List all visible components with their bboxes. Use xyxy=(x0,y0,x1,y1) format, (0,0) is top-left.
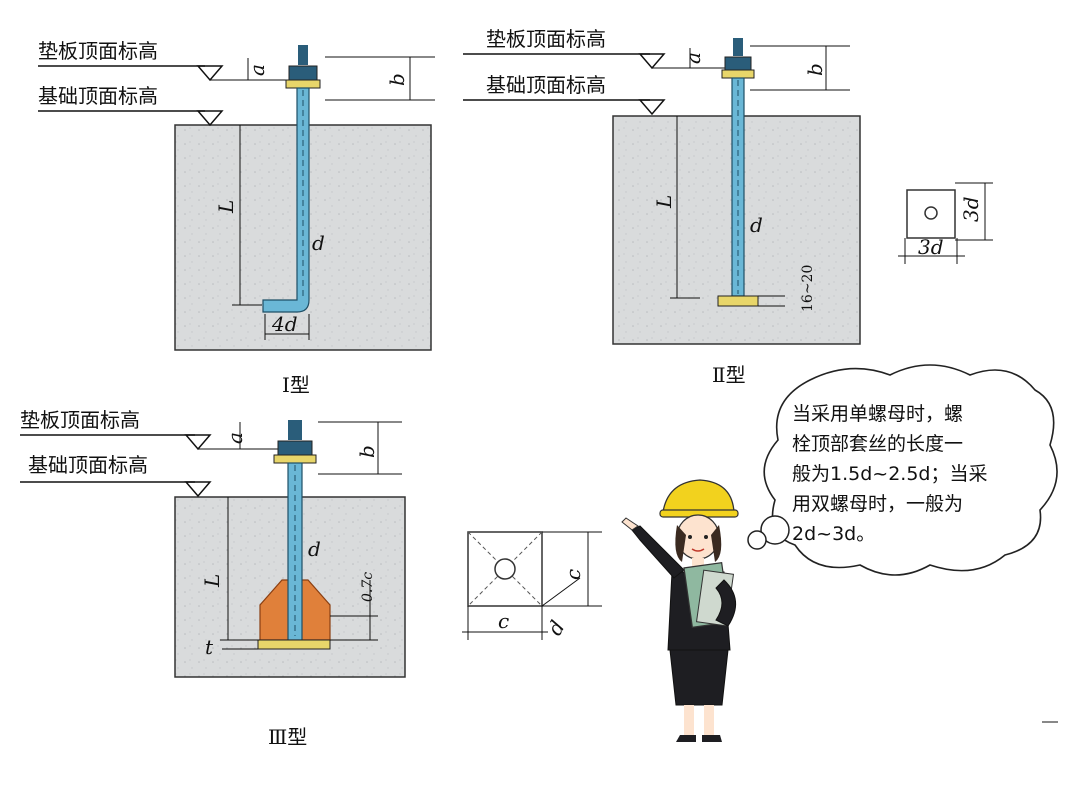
type3-dim-d: d xyxy=(308,537,321,561)
bubble-line-5: 2d~3d。 xyxy=(792,523,875,545)
type2-plate-dim-3d-h: 3d xyxy=(918,235,944,259)
speech-bubble: 当采用单螺母时，螺 栓顶部套丝的长度一 般为1.5d~2.5d；当采 用双螺母时… xyxy=(747,364,1058,576)
type1-dim-4d: 4d xyxy=(271,312,298,336)
elevation-triangle-icon xyxy=(184,434,212,451)
elevation-triangle-icon xyxy=(638,53,666,70)
type2-plate-detail xyxy=(906,189,956,239)
type2-dim-d: d xyxy=(750,213,763,237)
type1-dim-b: b xyxy=(385,73,409,86)
type3-dim-a: a xyxy=(223,432,247,444)
type1-caption: Ⅰ型 xyxy=(282,373,310,397)
type1-bolt-thread xyxy=(298,45,308,65)
type3-dim-0.7c: 0.7c xyxy=(360,572,376,602)
type3-caption: Ⅲ型 xyxy=(268,725,307,749)
elevation-triangle-icon xyxy=(196,110,224,127)
type1-bolt-shaft xyxy=(262,87,310,313)
elevation-triangle-icon xyxy=(184,481,212,498)
elevation-triangle-icon xyxy=(638,99,666,116)
bubble-line-3: 般为1.5d~2.5d；当采 xyxy=(792,463,987,485)
type3-bolt-thread xyxy=(288,420,302,440)
type3-plate-dim-d: d xyxy=(542,616,569,639)
bubble-line-2: 栓顶部套丝的长度一 xyxy=(792,433,963,455)
type2-nut xyxy=(724,56,752,71)
type2-plate-dim-3d-v: 3d xyxy=(959,196,983,222)
type2-anchor-plate xyxy=(717,295,759,307)
type1-dim-d: d xyxy=(312,231,325,255)
type2-diagram: 垫板顶面标高 基础顶面标高 a b L d 16~20 Ⅱ型 3d xyxy=(463,27,993,387)
type2-caption: Ⅱ型 xyxy=(712,363,746,387)
type1-dim-a: a xyxy=(245,64,269,76)
type1-pad-top-label: 垫板顶面标高 xyxy=(38,39,158,63)
type1-dim-L: L xyxy=(214,200,238,214)
type1-foundation-top-label: 基础顶面标高 xyxy=(38,84,158,108)
type2-dim-b: b xyxy=(803,63,827,76)
type2-plate-hole xyxy=(924,206,938,220)
type3-plate-hole xyxy=(494,558,516,580)
type3-plate-dim-c-v: c xyxy=(561,569,585,580)
bubble-line-4: 用双螺母时，一般为 xyxy=(792,493,963,515)
type2-dim-16-20: 16~20 xyxy=(800,265,816,312)
type3-washer xyxy=(273,454,317,464)
type2-dim-L: L xyxy=(652,195,676,209)
type3-dim-L: L xyxy=(200,574,224,588)
type3-pad-top-label: 垫板顶面标高 xyxy=(20,408,140,432)
engineer-figure-icon xyxy=(621,479,739,742)
type2-bolt-thread xyxy=(733,38,743,56)
type2-washer xyxy=(721,69,755,79)
type3-dim-t: t xyxy=(205,635,214,659)
type1-nut xyxy=(288,65,318,81)
type3-anchor-plate xyxy=(257,639,331,650)
type2-dim-a: a xyxy=(681,52,705,64)
type3-nut xyxy=(277,440,313,456)
elevation-triangle-icon xyxy=(196,65,224,82)
type1-diagram: 垫板顶面标高 基础顶面标高 a b L d 4d Ⅰ型 xyxy=(38,39,435,397)
type3-dim-b: b xyxy=(355,445,379,458)
type3-diagram: 垫板顶面标高 基础顶面标高 a b L d 0.7c t Ⅲ型 xyxy=(20,408,602,749)
type1-washer xyxy=(285,79,321,89)
bubble-line-1: 当采用单螺母时，螺 xyxy=(792,403,963,425)
type2-pad-top-label: 垫板顶面标高 xyxy=(486,27,606,51)
type2-foundation-top-label: 基础顶面标高 xyxy=(486,73,606,97)
type3-foundation-top-label: 基础顶面标高 xyxy=(28,453,148,477)
type3-plate-dim-c-h: c xyxy=(498,609,509,633)
